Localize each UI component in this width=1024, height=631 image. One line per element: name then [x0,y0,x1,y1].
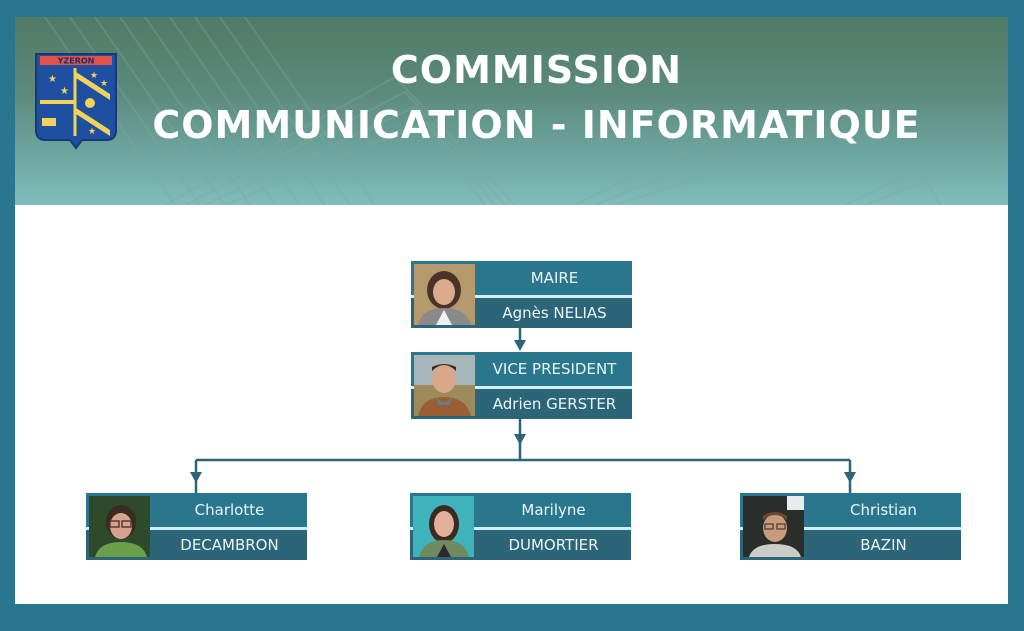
title-line-1: COMMISSION [390,48,683,92]
portrait-photo [89,496,150,557]
svg-text:★: ★ [60,86,69,97]
header-banner: YZERON ★ ★ ★ ★ ★ COMMISSION COMMUNICATIO… [15,17,1008,205]
crest-label: YZERON [57,57,95,66]
svg-text:★: ★ [48,74,57,85]
svg-text:★: ★ [100,79,108,89]
org-node-member-charlotte: Charlotte DECAMBRON [86,493,307,560]
portrait-photo [414,264,475,325]
org-node-member-christian: Christian BAZIN [740,493,961,560]
portrait-photo [743,496,804,557]
yzeron-crest-logo: YZERON ★ ★ ★ ★ ★ [35,53,117,150]
svg-text:★: ★ [88,127,96,137]
org-node-maire: MAIRE Agnès NELIAS [411,261,632,328]
org-node-vice-president: VICE PRESIDENT Adrien GERSTER [411,352,632,419]
background-pattern [44,17,941,205]
title-line-2: COMMUNICATION - INFORMATIQUE [152,103,921,147]
svg-text:★: ★ [90,71,98,81]
portrait-photo [413,496,474,557]
org-node-member-marilyne: Marilyne DUMORTIER [410,493,631,560]
portrait-photo [414,355,475,416]
